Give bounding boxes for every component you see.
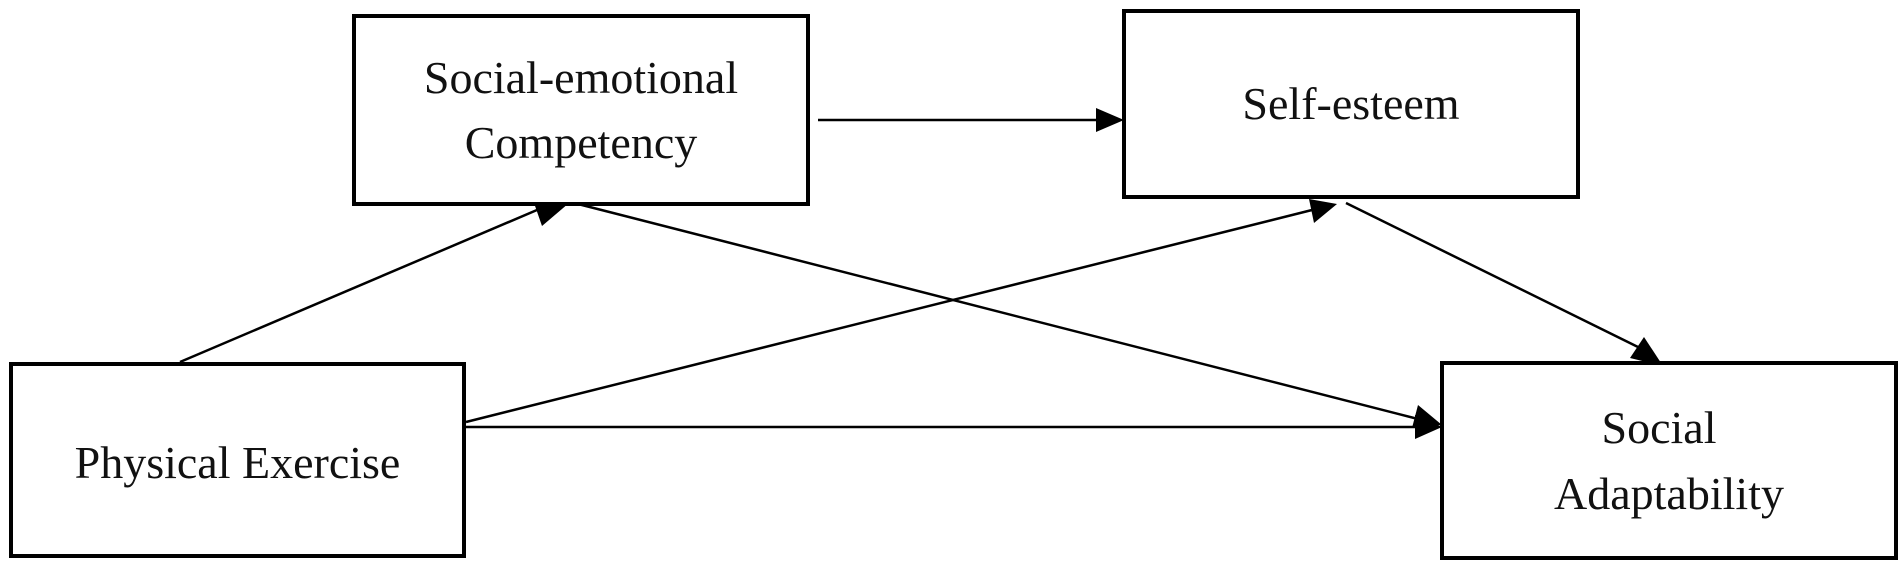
- node-label-line2: Competency: [464, 117, 698, 168]
- arrow-self-esteem-to-social-adaptability: [1345, 201, 1663, 366]
- node-social-adaptability: Social Adaptability: [1440, 361, 1898, 560]
- node-label-line2: Adaptability: [1554, 467, 1784, 519]
- node-label-line1: Social: [1601, 402, 1717, 454]
- node-physical-exercise: Physical Exercise: [9, 362, 466, 558]
- node-social-emotional-competency: Social-emotional Competency: [352, 14, 810, 206]
- arrow-exercise-to-social-adaptability: [466, 415, 1442, 439]
- arrow-exercise-to-social-emotional: [179, 203, 569, 364]
- arrow-social-emotional-to-social-adaptability: [577, 202, 1442, 428]
- node-label: Self-esteem: [1242, 78, 1460, 130]
- arrow-social-emotional-to-self-esteem: [818, 108, 1124, 132]
- node-self-esteem: Self-esteem: [1122, 9, 1580, 199]
- arrow-exercise-to-self-esteem: [465, 199, 1337, 424]
- node-label: Physical Exercise: [74, 437, 401, 489]
- node-label-line1: Social-emotional: [423, 51, 739, 103]
